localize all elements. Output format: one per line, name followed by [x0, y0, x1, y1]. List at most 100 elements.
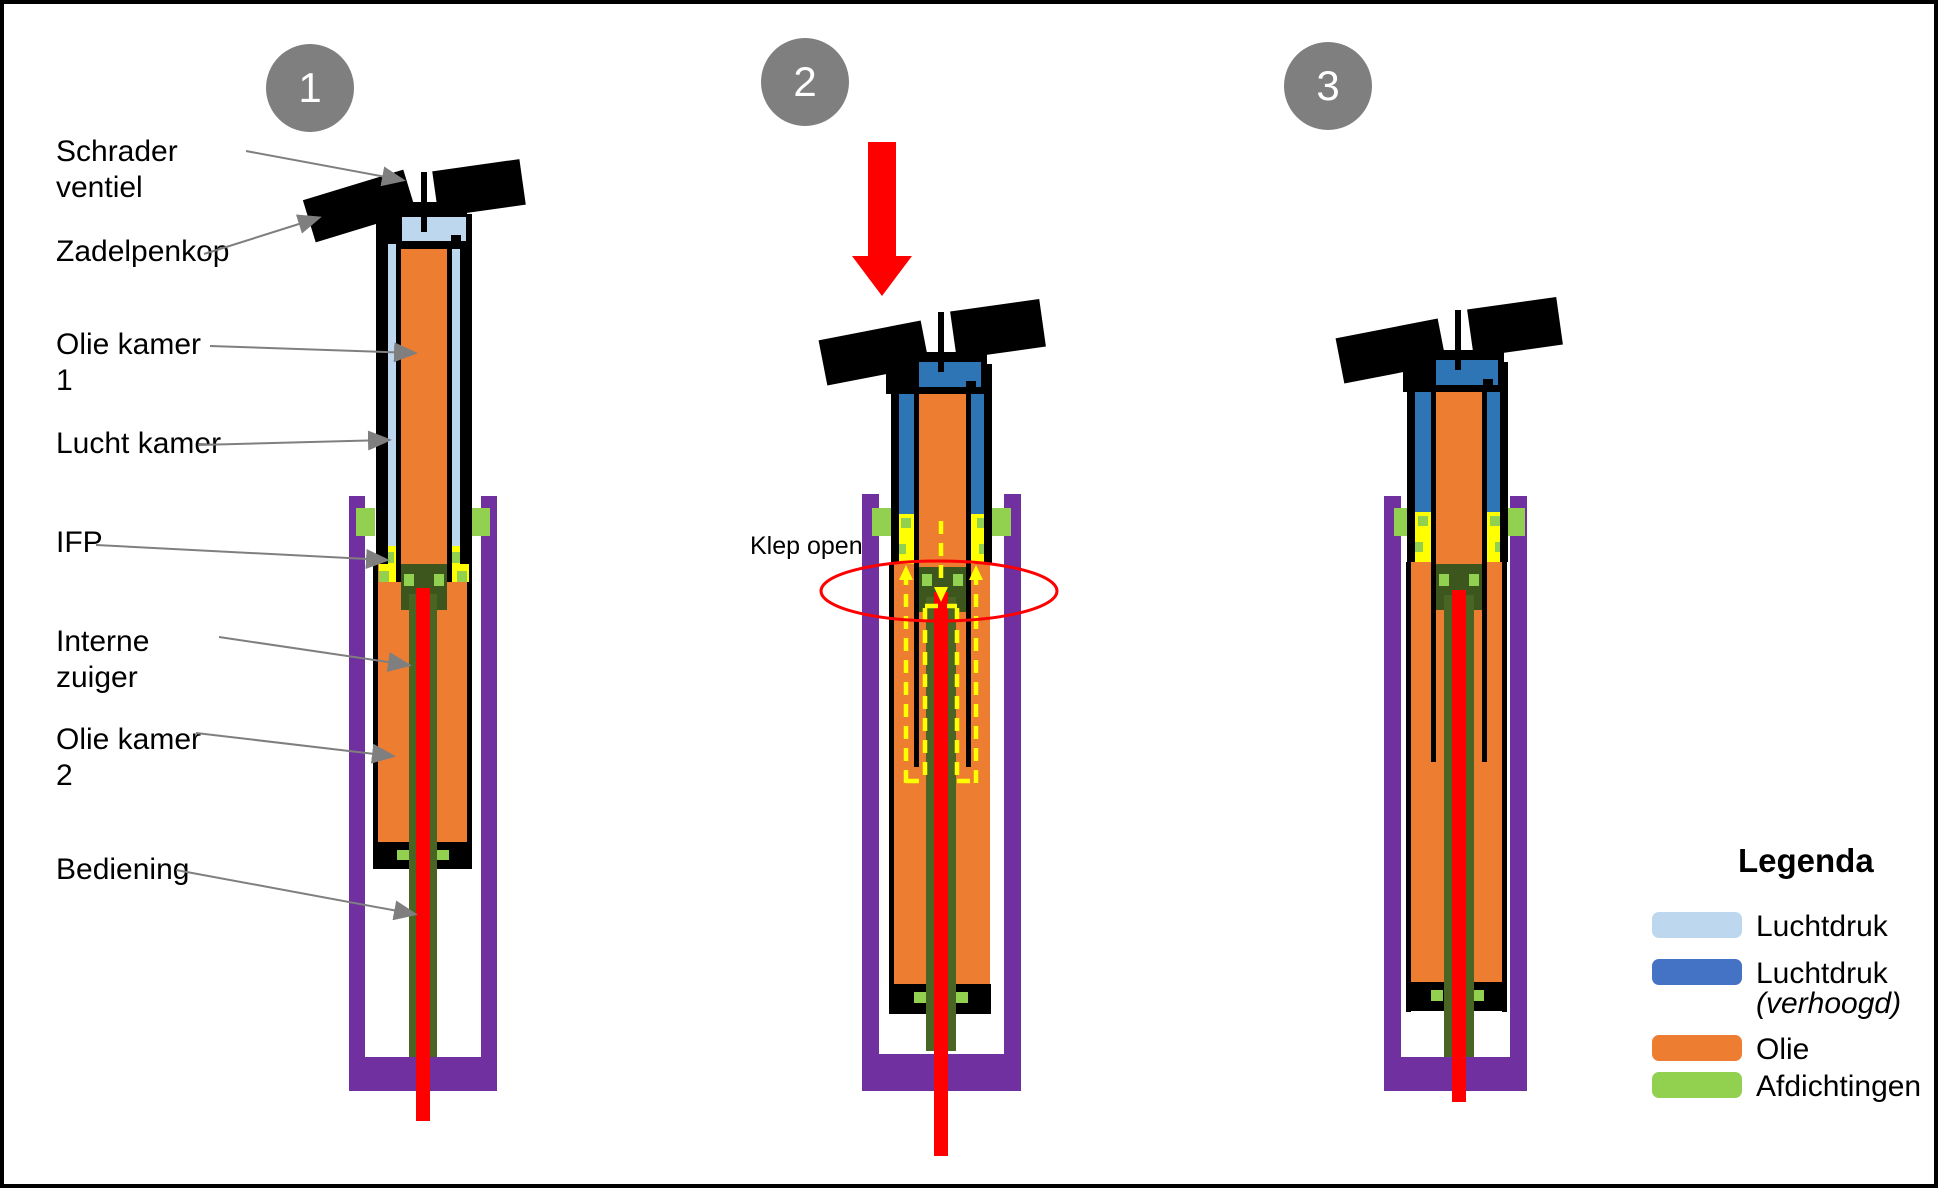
d2-air-chamber-right — [971, 387, 984, 514]
d3-inner-wall-left — [1431, 390, 1436, 762]
d2-housing-wall-right — [1004, 494, 1021, 1091]
d2-ifp-seal-2 — [896, 544, 906, 554]
legend-swatch-luchtdruk — [1652, 912, 1742, 938]
d1-piston-seal-right — [434, 574, 444, 586]
d2-ifp-seal-3 — [977, 518, 987, 528]
d3-lower-wall-left — [1406, 562, 1411, 1012]
legend-label-olie: Olie — [1756, 1033, 1810, 1066]
d1-piston-seal-left — [404, 574, 414, 586]
d2-ifp-seal-1 — [901, 518, 911, 528]
d1-ifp-seal-2 — [379, 571, 389, 582]
d3-housing-wall-left — [1384, 496, 1401, 1091]
label-ifp: IFP — [56, 526, 103, 559]
d2-air-top-step — [966, 381, 976, 394]
arrow-bediening — [175, 869, 418, 921]
d3-piston-seal-left — [1439, 574, 1449, 586]
d2-oil-chamber-1 — [919, 394, 966, 567]
label-lucht-kamer: Lucht kamer — [56, 427, 222, 460]
legend-title: Legenda — [1738, 842, 1874, 879]
d1-ifp-seal-3 — [452, 552, 462, 563]
d3-cap-seal-right — [1472, 990, 1484, 1001]
legend-label-verhoogd-line2: (verhoogd) — [1756, 987, 1902, 1020]
d1-oil-chamber-1 — [401, 249, 447, 564]
d2-inner-wall-left — [914, 392, 919, 767]
d1-lower-wall-right — [467, 564, 472, 869]
push-down-arrow — [852, 142, 912, 296]
d3-lower-wall-right — [1502, 562, 1507, 1012]
d3-inner-tube-top-cap — [1431, 385, 1488, 392]
d1-cap-seal-right — [437, 850, 449, 860]
d1-housing-wall-right — [481, 496, 497, 1091]
d2-piston-seal-right — [953, 574, 963, 586]
d3-ifp-seal-2 — [1413, 542, 1423, 552]
d3-actuation-rod — [1452, 590, 1466, 1102]
step-number-3: 3 — [1316, 62, 1340, 109]
d3-piston-leg-right — [1471, 597, 1482, 610]
d3-air-chamber-right — [1484, 385, 1500, 512]
d3-ifp-seal-1 — [1418, 516, 1428, 526]
d3-housing-wall-right — [1510, 496, 1527, 1091]
d3-air-top-step — [1483, 379, 1493, 392]
d1-outer-wall-right — [460, 214, 472, 564]
arrow-lucht-kamer — [197, 430, 392, 451]
d1-housing-wall-left — [349, 496, 365, 1091]
d1-schrader-valve-stem — [421, 172, 427, 232]
d3-schrader-valve-stem — [1455, 310, 1461, 370]
label-zadelpenkop: Zadelpenkop — [56, 235, 230, 268]
d2-lower-wall-left — [889, 564, 894, 1014]
d2-piston-seal-left — [922, 574, 932, 586]
d1-piston-leg-left — [401, 596, 412, 610]
d2-outer-wall-right — [984, 364, 992, 564]
d2-seal-top-left — [872, 508, 891, 536]
d1-inner-tube-top-cap — [396, 241, 452, 249]
d1-seal-top-left — [356, 508, 375, 536]
d2-housing-wall-left — [862, 494, 879, 1091]
d2-outer-wall-left — [891, 364, 899, 564]
d3-piston-seal-right — [1469, 574, 1479, 586]
d2-actuation-rod — [934, 592, 948, 1156]
legend-swatch-olie — [1652, 1035, 1742, 1061]
step-number-2: 2 — [793, 58, 817, 105]
legend-swatch-afdichtingen — [1652, 1072, 1742, 1098]
d1-seal-top-right — [471, 508, 490, 536]
d2-cap-seal-left — [914, 992, 926, 1003]
d2-inner-tube-top-cap — [914, 387, 971, 394]
step-number-1: 1 — [298, 64, 322, 111]
d3-ifp-seal-3 — [1490, 516, 1500, 526]
step-circle-2: 2 — [761, 38, 849, 126]
d2-seal-top-right — [992, 508, 1011, 536]
d3-seal-top-right — [1506, 508, 1525, 536]
d2-saddle-wing-right — [950, 298, 1046, 360]
d3-oil-chamber-1 — [1436, 392, 1482, 564]
d1-saddle-wing-right — [432, 159, 526, 217]
legend-label-luchtdruk-verhoogd: Luchtdruk — [1756, 957, 1888, 990]
legend-label-luchtdruk: Luchtdruk — [1756, 910, 1888, 943]
d3-saddle-wing-right — [1467, 296, 1563, 358]
legend-swatch-luchtdruk-verhoogd — [1652, 959, 1742, 985]
d2-schrader-valve-stem — [938, 312, 944, 372]
d3-outer-wall-left — [1407, 362, 1415, 562]
d1-inner-wall-right — [447, 242, 452, 582]
d2-piston-leg-right — [955, 599, 966, 612]
d2-cap-seal-right — [956, 992, 968, 1003]
d1-piston-leg-right — [436, 596, 447, 610]
step-circle-1: 1 — [266, 44, 354, 132]
legend-label-afdichtingen: Afdichtingen — [1756, 1070, 1922, 1103]
d1-air-chamber-right — [452, 241, 460, 546]
step-circle-3: 3 — [1284, 42, 1372, 130]
d2-air-chamber-left — [899, 387, 914, 514]
d1-lower-wall-left — [373, 564, 378, 869]
d3-piston-leg-left — [1436, 597, 1447, 610]
d2-inner-wall-right — [966, 392, 971, 767]
d3-air-chamber-left — [1415, 385, 1431, 512]
d1-inner-wall-left — [396, 242, 401, 582]
d1-actuation-rod — [416, 588, 430, 1121]
d1-air-top-step — [451, 235, 461, 249]
arrow-ifp — [95, 544, 390, 569]
label-klep-open: Klep open — [750, 532, 863, 560]
d1-outer-wall-left — [376, 214, 388, 564]
